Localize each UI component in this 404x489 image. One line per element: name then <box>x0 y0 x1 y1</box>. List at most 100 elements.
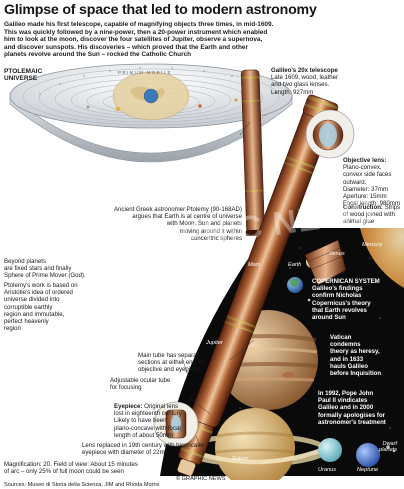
objective-lens-text: Objective lens: Plano-convex, convex sid… <box>343 157 403 207</box>
eyepiece-line: Original lens <box>144 403 179 410</box>
objective-heading: Objective lens: <box>343 157 387 164</box>
work-line: universe divided into <box>4 296 60 304</box>
vatican-line: theory as heresy, <box>330 348 380 356</box>
ocular-line: Adjustable ocular tube <box>110 377 171 384</box>
intro-line: Galileo made his first telescope, capabl… <box>4 21 274 28</box>
earth-label: Earth <box>288 262 302 268</box>
work-line: corruptible earthly <box>4 303 53 311</box>
vatican-line: condemns <box>330 341 361 349</box>
apology-line: In 1992, Pope John <box>318 390 374 397</box>
vatican-line: hauls Galileo <box>330 362 368 370</box>
ptolemy-line: moving around it within <box>179 227 242 235</box>
vatican-line: before Inquisition <box>330 370 382 378</box>
eyepiece-line: plano-concave with focal <box>114 424 181 432</box>
replaced-lens-text: Lens replaced in 19th century with bicon… <box>82 442 242 456</box>
telescope-desc-line: and two glass lenses. <box>271 81 330 89</box>
main-tube-line: Main tube has separate <box>138 352 202 359</box>
magnification-line: Magnification: 20. Field of view: About … <box>4 461 138 468</box>
apology-line: Paul II vindicates <box>318 397 368 405</box>
dwarf-line: Dwarf <box>382 441 398 447</box>
dwarf-planets-label: Dwarf planets <box>379 441 397 454</box>
beyond-line: Beyond planets <box>4 258 47 265</box>
ptolemaic-heading: PTOLEMAIC UNIVERSE <box>4 68 42 83</box>
objective-line: outward. <box>343 178 367 186</box>
main-tube-line: sections at either end for <box>138 359 205 367</box>
ocular-text: Adjustable ocular tube for focusing <box>110 377 200 391</box>
beyond-line: are fixed stars and finally <box>4 265 72 273</box>
primum-mobile-label: PRIMUM MOBILE <box>118 70 172 75</box>
objective-line: Plano-convex, <box>343 164 382 172</box>
telescope-desc-line: Late 1609, wood, leather <box>271 74 339 82</box>
venus-label: Venus <box>329 251 345 257</box>
copernican-line: around Sun <box>312 314 346 322</box>
ptolemaic-heading-line: UNIVERSE <box>4 75 38 83</box>
copernican-line: that Earth revolves <box>312 306 367 314</box>
eyepiece-text: Eyepiece: Original lens lost in eighteen… <box>114 403 224 439</box>
beyond-line: Sphere of Prime Mover (God). <box>4 272 86 280</box>
magnification-text: Magnification: 20. Field of view: About … <box>4 461 244 475</box>
eyepiece-line: length of about 50mm <box>114 431 173 439</box>
jupiter-label: Jupiter <box>206 340 223 346</box>
objective-line: Aperture: 15mm <box>343 193 387 201</box>
sources-text: Sources: Museo di Storia della Scienza, … <box>4 482 160 488</box>
copernican-line: Galileo's findings <box>312 285 363 293</box>
uranus-label: Uranus <box>318 467 337 473</box>
planets-illustration <box>182 248 396 480</box>
mercury-label: Mercury <box>362 242 383 248</box>
ptolemy-line: argues that Earth is at centre of univer… <box>132 213 242 221</box>
magnification-line: of arc – only 25% of full moon could be … <box>4 468 124 476</box>
construction-text: Construction: Strips of wood joined with… <box>343 204 403 226</box>
dwarf-line: planets <box>379 447 398 454</box>
saturn-label: Saturn <box>232 456 249 462</box>
work-line: Ptolemy's work is based on <box>4 282 78 289</box>
apology-line: formally apologises for <box>318 411 386 419</box>
copernican-line: Copernicus's theory <box>312 299 371 307</box>
intro-text: Galileo made his first telescope, capabl… <box>4 21 400 59</box>
neptune-planet <box>356 443 380 467</box>
eyepiece-heading: Eyepiece: <box>114 403 143 410</box>
uranus-planet <box>318 438 342 462</box>
vatican-line: and in 1633 <box>330 355 364 363</box>
copernican-text: COPERNICAN SYSTEM Galileo's findings con… <box>312 278 402 321</box>
ptolemy-line: Ancient Greek astronomer Ptolemy (90-168… <box>113 206 242 213</box>
ptolemy-line: with Moon, Sun and planets <box>166 220 242 228</box>
ocular-line: for focusing <box>110 384 142 392</box>
construction-line: Strips <box>384 204 401 211</box>
telescope-desc-line: Length: 927mm <box>271 88 314 96</box>
objective-line: Focal length: 980mm <box>343 200 400 208</box>
objective-line: Diameter: 37mm <box>343 185 389 193</box>
copyright-text: © GRAPHIC NEWS <box>176 476 226 482</box>
neptune-label: Neptune <box>357 467 379 473</box>
copernican-heading: COPERNICAN SYSTEM <box>312 278 380 285</box>
ptolemy-line: concentric spheres <box>190 234 242 242</box>
ptolemy-text: Ancient Greek astronomer Ptolemy (90-168… <box>52 206 242 242</box>
page-title: Glimpse of space that led to modern astr… <box>4 2 317 18</box>
intro-line: and discover sunspots. His discoveries –… <box>4 43 248 51</box>
main-tube-line: objective and eyepiece <box>138 366 200 374</box>
objective-line: convex side faces <box>343 171 392 179</box>
apology-line: astronomer's treatment <box>318 418 386 426</box>
work-line: region and immutable, <box>4 310 65 318</box>
apology-line: Galileo and in 2000 <box>318 404 374 412</box>
aristotle-text: Ptolemy's work is based on Aristotle's i… <box>4 282 104 332</box>
work-line: perfect heavenly <box>4 318 49 326</box>
replaced-line: Lens replaced in 19th century with bicon… <box>82 442 204 449</box>
mars-label: Mars <box>248 262 261 268</box>
eyepiece-line: lost in eighteenth century. <box>114 410 183 418</box>
telescope-description: Galileo's 20x telescope Late 1609, wood,… <box>271 67 401 96</box>
construction-line: of wood joined with <box>343 211 395 219</box>
eyepiece-line: Likely to have been <box>114 417 167 425</box>
telescope-heading: Galileo's 20x telescope <box>271 67 338 74</box>
replaced-line: eyepiece with diameter of 22mm <box>82 449 170 457</box>
work-line: region <box>4 325 21 333</box>
vatican-text: Vatican condemns theory as heresy, and i… <box>330 334 402 377</box>
ptolemaic-universe-illustration <box>9 63 293 163</box>
work-line: Aristotle's idea of ordered <box>4 289 73 297</box>
copernican-line: confirm Nicholas <box>312 292 362 300</box>
vatican-line: Vatican <box>330 334 352 341</box>
beyond-planets-text: Beyond planets are fixed stars and final… <box>4 258 114 280</box>
intro-line: This was quickly followed by a nine-powe… <box>4 28 268 36</box>
apology-text: In 1992, Pope John Paul II vindicates Ga… <box>318 390 402 426</box>
